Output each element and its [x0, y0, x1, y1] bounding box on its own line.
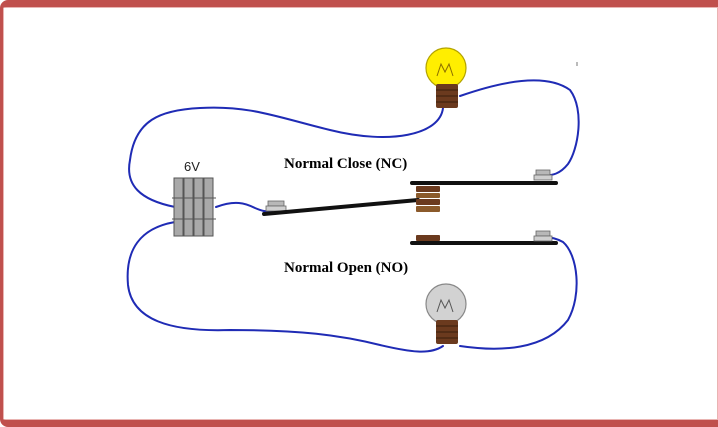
- lamp-off-icon: [425, 283, 467, 344]
- wires: [126, 79, 580, 353]
- wire-battery-to-top-lamp: [128, 106, 444, 208]
- no-contact-point: [416, 235, 440, 241]
- nc-label: Normal Close (NC): [284, 156, 407, 172]
- wire-battery-to-bottom-lamp: [126, 221, 444, 353]
- no-terminal: [533, 230, 553, 242]
- battery: [172, 177, 216, 237]
- wire-bottom-lamp-to-no-contact: [459, 236, 578, 350]
- armature-contact-point: [416, 199, 440, 212]
- wire-battery-to-armature: [215, 201, 273, 213]
- nc-contact-point: [416, 186, 440, 198]
- nc-terminal: [533, 169, 553, 181]
- relay-armature: [262, 198, 420, 216]
- armature-terminal: [265, 200, 287, 212]
- lamp-lit-icon: [425, 47, 467, 108]
- wire-top-lamp-to-nc-contact: [459, 79, 580, 177]
- no-label: Normal Open (NO): [284, 260, 408, 276]
- battery-voltage-label: 6V: [184, 159, 200, 174]
